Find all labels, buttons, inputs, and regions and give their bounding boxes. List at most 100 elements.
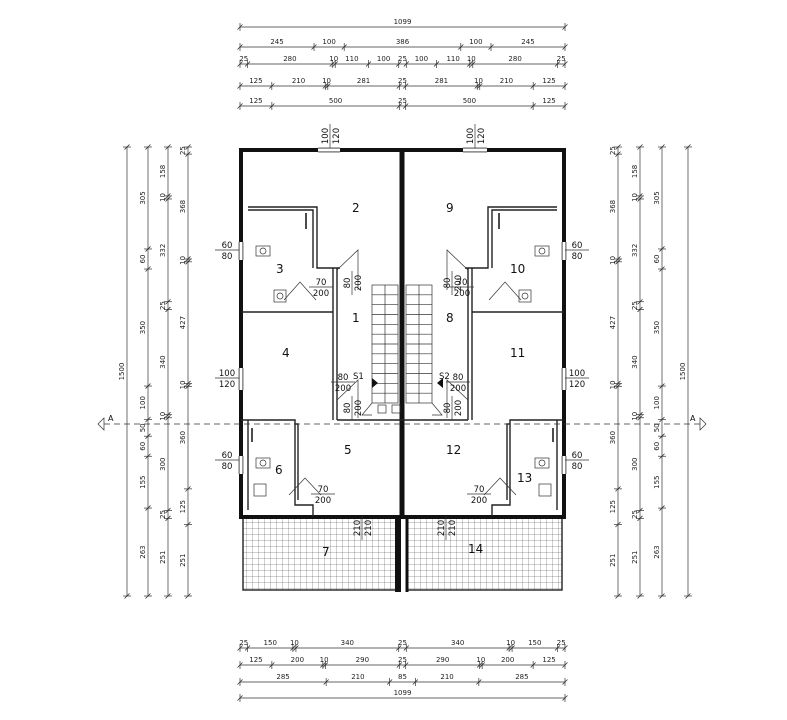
dim-right-1-label: 300 — [631, 457, 639, 470]
dim-right-1-label: 332 — [631, 244, 639, 257]
dim-top-2-label: 10 — [467, 55, 476, 63]
opening-door_1-width: 80 — [343, 278, 353, 289]
opening-door_5-height: 200 — [315, 496, 331, 506]
dim-left-2-label: 25 — [159, 301, 167, 310]
dim-bottom-0-label: 25 — [239, 639, 248, 647]
opening-door_10-height: 200 — [454, 289, 470, 299]
section-line-a-a: A A — [97, 414, 707, 431]
opening-door_8-height: 200 — [454, 275, 464, 291]
opening-door_7-width: 210 — [353, 520, 363, 536]
dim-top-4-label: 500 — [463, 97, 476, 105]
room-number-9: 9 — [446, 201, 454, 215]
dim-bottom-3-label: 1099 — [394, 689, 412, 697]
dim-right-1-label: 340 — [631, 355, 639, 368]
dim-top-3-label: 125 — [542, 77, 555, 85]
room-number-1: 1 — [352, 311, 360, 325]
opening-door_5-width: 70 — [318, 485, 329, 495]
dim-right-1-label: 251 — [631, 550, 639, 563]
dimension-chains-left: 1500305603501005060155263158103322534010… — [118, 144, 192, 599]
exterior-walls — [239, 148, 566, 519]
opening-door_7-height: 210 — [364, 520, 374, 536]
dim-top-1-label: 245 — [521, 38, 534, 46]
dim-left-1-label: 350 — [139, 321, 147, 334]
dim-bottom-0-label: 150 — [528, 639, 541, 647]
dim-top-4-label: 125 — [249, 97, 262, 105]
dim-left-2-label: 10 — [159, 412, 167, 421]
opening-door_1b-height: 200 — [354, 400, 364, 416]
room-number-8: 8 — [446, 311, 454, 325]
opening-win_4-width: 100 — [219, 369, 235, 379]
room-number-2: 2 — [352, 201, 360, 215]
dim-top-3-label: 281 — [357, 77, 370, 85]
room-number-10: 10 — [510, 262, 525, 276]
dim-right-0-label: 368 — [609, 200, 617, 213]
section-label-right: A — [690, 414, 696, 423]
dim-top-1-label: 100 — [322, 38, 335, 46]
dim-left-2-label: 158 — [159, 165, 167, 178]
room-number-14: 14 — [468, 542, 483, 556]
dim-left-2-label: 300 — [159, 457, 167, 470]
opening-door_12-width: 70 — [474, 485, 485, 495]
dim-bottom-0-label: 10 — [290, 639, 299, 647]
opening-win_11-width: 100 — [569, 369, 585, 379]
dim-right-1-label: 10 — [631, 412, 639, 421]
dim-top-2-label: 110 — [446, 55, 459, 63]
dim-left-1-label: 100 — [139, 396, 147, 409]
dim-left-3-label: 125 — [179, 500, 187, 513]
dim-bottom-1-label: 10 — [320, 656, 329, 664]
opening-door_3-width: 70 — [316, 278, 327, 288]
opening-win_13-height: 80 — [572, 462, 583, 472]
opening-top_right-width: 100 — [466, 128, 476, 144]
dim-right-0-label: 25 — [609, 146, 617, 155]
stair-label-s1: S1 — [353, 372, 364, 382]
opening-win_10-width: 60 — [572, 241, 583, 251]
terrace-right-hatch — [407, 518, 562, 590]
dim-right-0-label: 10 — [609, 256, 617, 265]
dim-bottom-0-label: 25 — [398, 639, 407, 647]
dim-top-4-label: 25 — [398, 97, 407, 105]
opening-door_8b-width: 80 — [443, 403, 453, 414]
opening-door_8b-height: 200 — [454, 400, 464, 416]
dim-top-3-label: 10 — [474, 77, 483, 85]
dim-top-0-label: 1099 — [394, 18, 412, 26]
dim-right-2-label: 50 — [653, 423, 661, 432]
dim-top-2-label: 100 — [377, 55, 390, 63]
dim-top-2-label: 10 — [329, 55, 338, 63]
dim-bottom-1-label: 125 — [249, 656, 262, 664]
dim-top-2-label: 25 — [239, 55, 248, 63]
dim-right-2-label: 100 — [653, 396, 661, 409]
interior-walls-left — [241, 206, 402, 517]
dim-bottom-2-label: 85 — [398, 673, 407, 681]
dim-left-1-label: 60 — [139, 255, 147, 264]
opening-top_left-height: 120 — [332, 128, 342, 144]
room-labels: 1 2 3 4 5 6 7 8 9 10 11 12 13 14 — [275, 201, 532, 559]
opening-door_10-width: 70 — [457, 278, 468, 288]
dim-left-1-label: 263 — [139, 545, 147, 558]
dim-left-3-label: 251 — [179, 554, 187, 567]
room-number-6: 6 — [275, 463, 283, 477]
dim-left-2-label: 25 — [159, 510, 167, 519]
dim-left-2-label: 10 — [159, 193, 167, 202]
dim-right-3-label: 1500 — [679, 363, 687, 381]
opening-door_14-width: 210 — [437, 520, 447, 536]
dim-top-2-label: 100 — [415, 55, 428, 63]
room-number-5: 5 — [344, 443, 352, 457]
room-number-7: 7 — [322, 545, 330, 559]
dim-top-1-label: 386 — [396, 38, 410, 46]
opening-door_s1-height: 200 — [335, 384, 351, 394]
dim-bottom-2-label: 210 — [440, 673, 453, 681]
dim-top-4-label: 125 — [542, 97, 555, 105]
opening-door_s1-width: 80 — [338, 373, 349, 383]
dim-bottom-0-label: 10 — [506, 639, 515, 647]
door-swings — [283, 249, 522, 496]
